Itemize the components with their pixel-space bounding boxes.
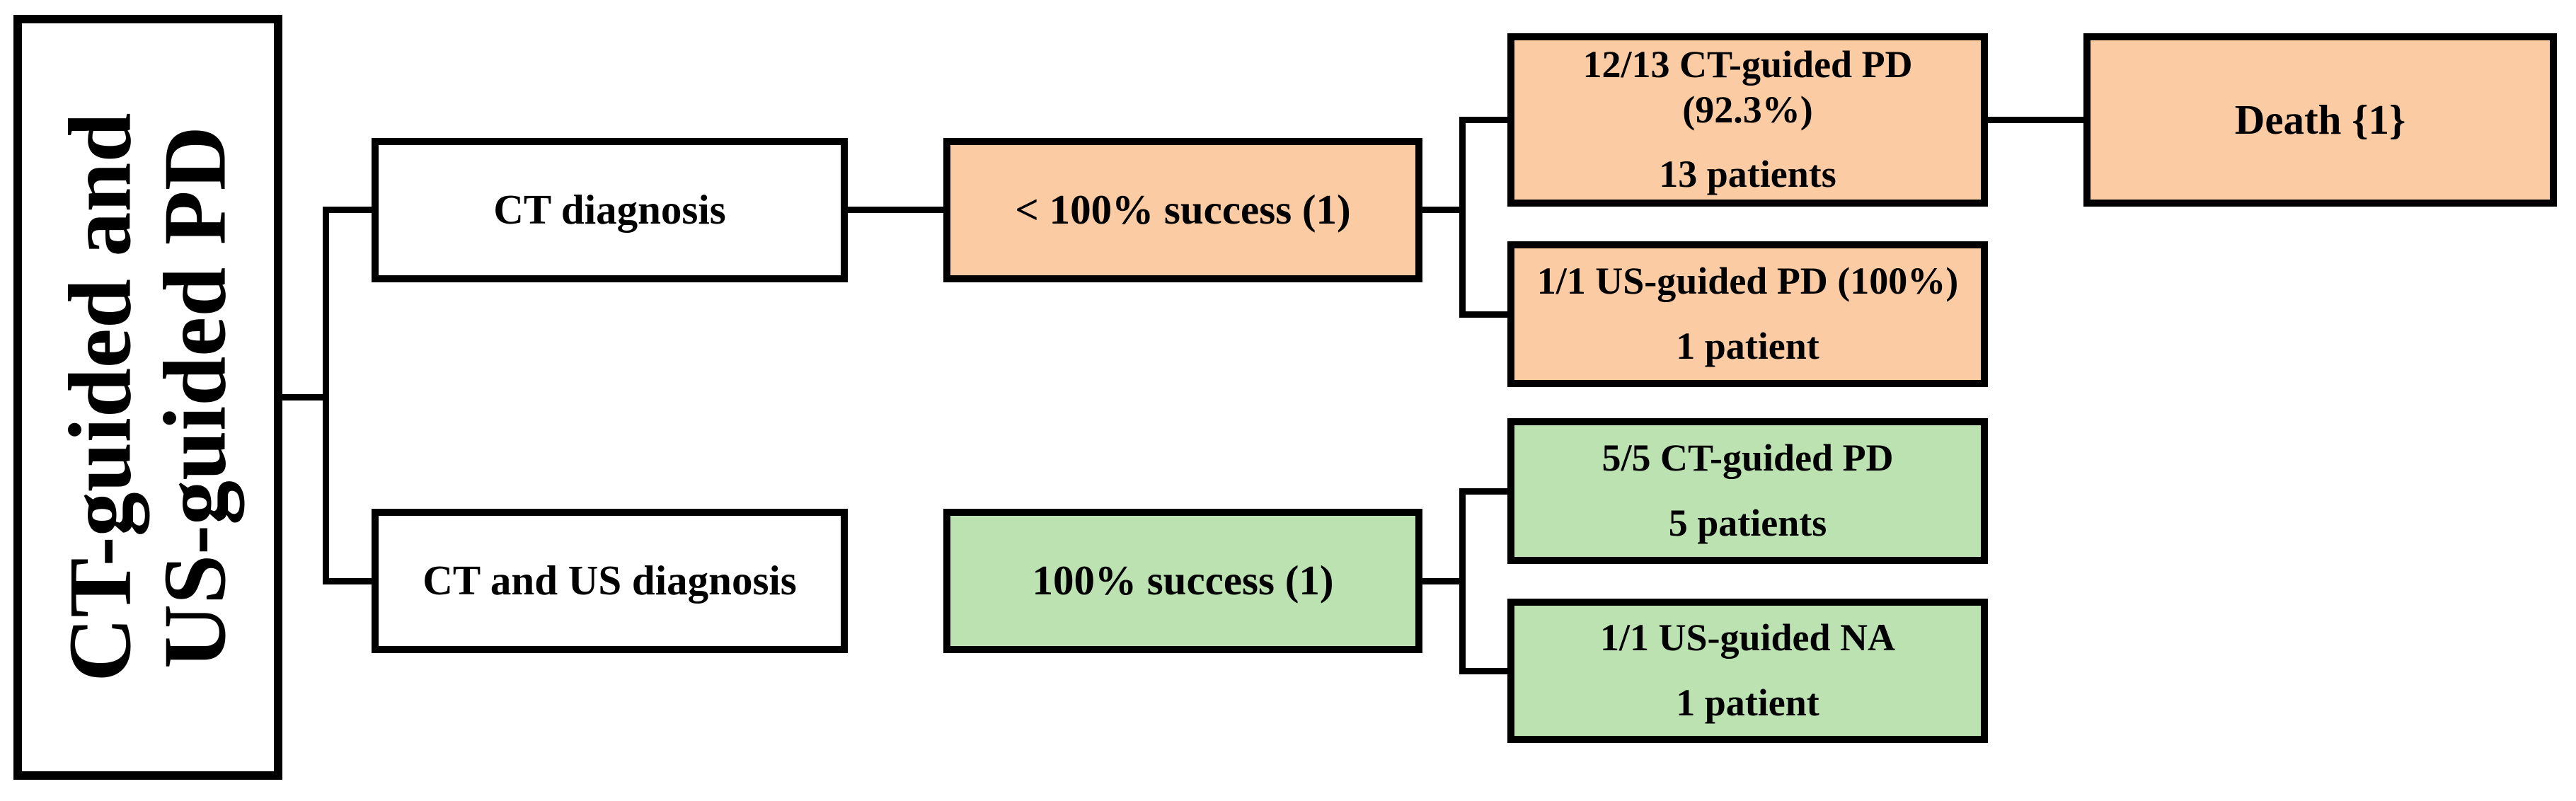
root-label-line1: CT-guided and [51,113,150,682]
connector-trunk-orange [1459,117,1466,318]
connector-pd13-to-death [1988,117,2083,123]
connector-branch-ct-guided-pd-13 [1459,117,1507,123]
connector-branch-us-guided-pd-1 [1459,311,1507,318]
connector-ct-diagnosis-to-lt100 [848,207,943,213]
node-death: Death {1} [2083,33,2557,207]
node-ct-diagnosis: CT diagnosis [372,138,848,282]
node-death-label: Death {1} [2234,96,2406,143]
node-ct-guided-pd-5: 5/5 CT-guided PD 5 patients [1507,418,1988,564]
node-ct-guided-pd-13-line2: (92.3%) [1682,88,1813,131]
node-us-guided-pd-1-line2: 1 patient [1676,325,1819,367]
root-label-line2: US-guided PD [146,126,245,669]
connector-trunk-diagnosis [323,207,329,584]
node-lt100-success: < 100% success (1) [943,138,1422,282]
node-ct-guided-pd-5-line2: 5 patients [1668,502,1827,544]
node-us-guided-na-1-line1: 1/1 US-guided NA [1599,616,1896,659]
node-ct-guided-pd-13: 12/13 CT-guided PD (92.3%) 13 patients [1507,33,1988,207]
connector-branch-us-guided-na-1 [1459,668,1507,674]
node-ct-guided-pd-5-line1: 5/5 CT-guided PD [1602,437,1894,480]
connector-root-stub [282,394,329,400]
node-us-guided-pd-1-line1: 1/1 US-guided PD (100%) [1536,260,1959,303]
node-ct-us-diagnosis-label: CT and US diagnosis [422,557,797,604]
connector-lt100-stub [1422,207,1466,213]
connector-branch-ct-guided-pd-5 [1459,488,1507,495]
node-us-guided-pd-1: 1/1 US-guided PD (100%) 1 patient [1507,241,1988,387]
connector-branch-ct-diagnosis [323,207,372,213]
connector-full-success-stub [1422,578,1466,584]
node-us-guided-na-1-line2: 1 patient [1676,681,1819,724]
node-ct-us-diagnosis: CT and US diagnosis [372,509,848,653]
node-ct-guided-pd-13-line1: 12/13 CT-guided PD [1582,42,1913,86]
node-us-guided-na-1: 1/1 US-guided NA 1 patient [1507,599,1988,743]
node-ct-diagnosis-label: CT diagnosis [493,186,726,234]
connector-branch-ct-us-diagnosis [323,578,372,584]
node-lt100-success-label: < 100% success (1) [1015,186,1351,234]
connector-trunk-green [1459,488,1466,674]
node-full-success-label: 100% success (1) [1032,557,1334,604]
node-ct-guided-pd-13-line3: 13 patients [1659,153,1836,196]
node-full-success: 100% success (1) [943,509,1422,653]
root-label: CT-guided and US-guided PD [51,113,245,682]
node-root-ct-us-guided-pd: CT-guided and US-guided PD [13,15,282,780]
